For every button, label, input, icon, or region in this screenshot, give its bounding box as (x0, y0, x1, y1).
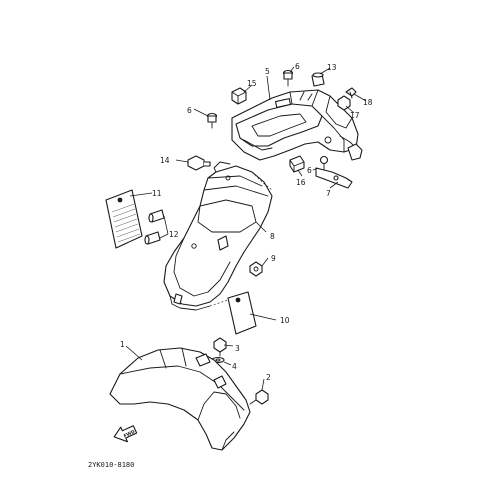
callout-11: 11 (152, 189, 162, 198)
callout-13: 13 (327, 63, 337, 72)
callout-6-top: 6 (295, 62, 300, 71)
callout-9: 9 (271, 254, 276, 263)
grommet-part-13 (311, 72, 325, 87)
rear-bracket-part-5 (231, 89, 363, 161)
clip-part-15 (231, 87, 247, 105)
front-fender-part-1 (109, 347, 251, 451)
fwd-label: FWD (123, 429, 136, 440)
leader-lines (125, 66, 367, 391)
rear-fender-part-8 (163, 161, 273, 311)
damper-part-12-a (148, 209, 165, 223)
callout-labels: 1 2 3 4 5 6 6 6 7 8 9 10 11 12 13 14 15 … (120, 62, 373, 382)
part-code: 2YK010-8180 (88, 461, 134, 469)
bolt-part-2 (249, 389, 269, 405)
callout-15: 15 (247, 79, 257, 88)
callout-7: 7 (326, 189, 331, 198)
fwd-arrow-icon: FWD (113, 425, 138, 443)
callout-5: 5 (265, 67, 270, 76)
bolt-part-6-top (282, 69, 294, 87)
stay-part-7 (315, 155, 353, 189)
screw-part-18 (345, 87, 357, 99)
callout-3: 3 (235, 344, 240, 353)
callout-14: 14 (160, 156, 170, 165)
cushion-part-16 (289, 155, 305, 173)
bolt-part-6-left (206, 112, 218, 129)
callout-8: 8 (270, 232, 275, 241)
bolt-part-3 (213, 337, 227, 357)
callout-10: 10 (280, 316, 290, 325)
mud-flap-part-10 (209, 291, 257, 335)
callout-2: 2 (266, 373, 271, 382)
callout-6-right: 6 (307, 166, 312, 175)
callout-12: 12 (169, 230, 179, 239)
callout-16: 16 (296, 178, 306, 187)
caution-label-part-11 (105, 189, 143, 249)
socket-part-14 (187, 155, 211, 171)
callout-18: 18 (363, 98, 373, 107)
damper-part-12-b (144, 231, 161, 245)
callout-4: 4 (232, 362, 237, 371)
callout-1: 1 (120, 340, 125, 349)
callout-6-left: 6 (187, 106, 192, 115)
nut-part-9 (249, 261, 263, 277)
callout-17: 17 (350, 111, 360, 120)
